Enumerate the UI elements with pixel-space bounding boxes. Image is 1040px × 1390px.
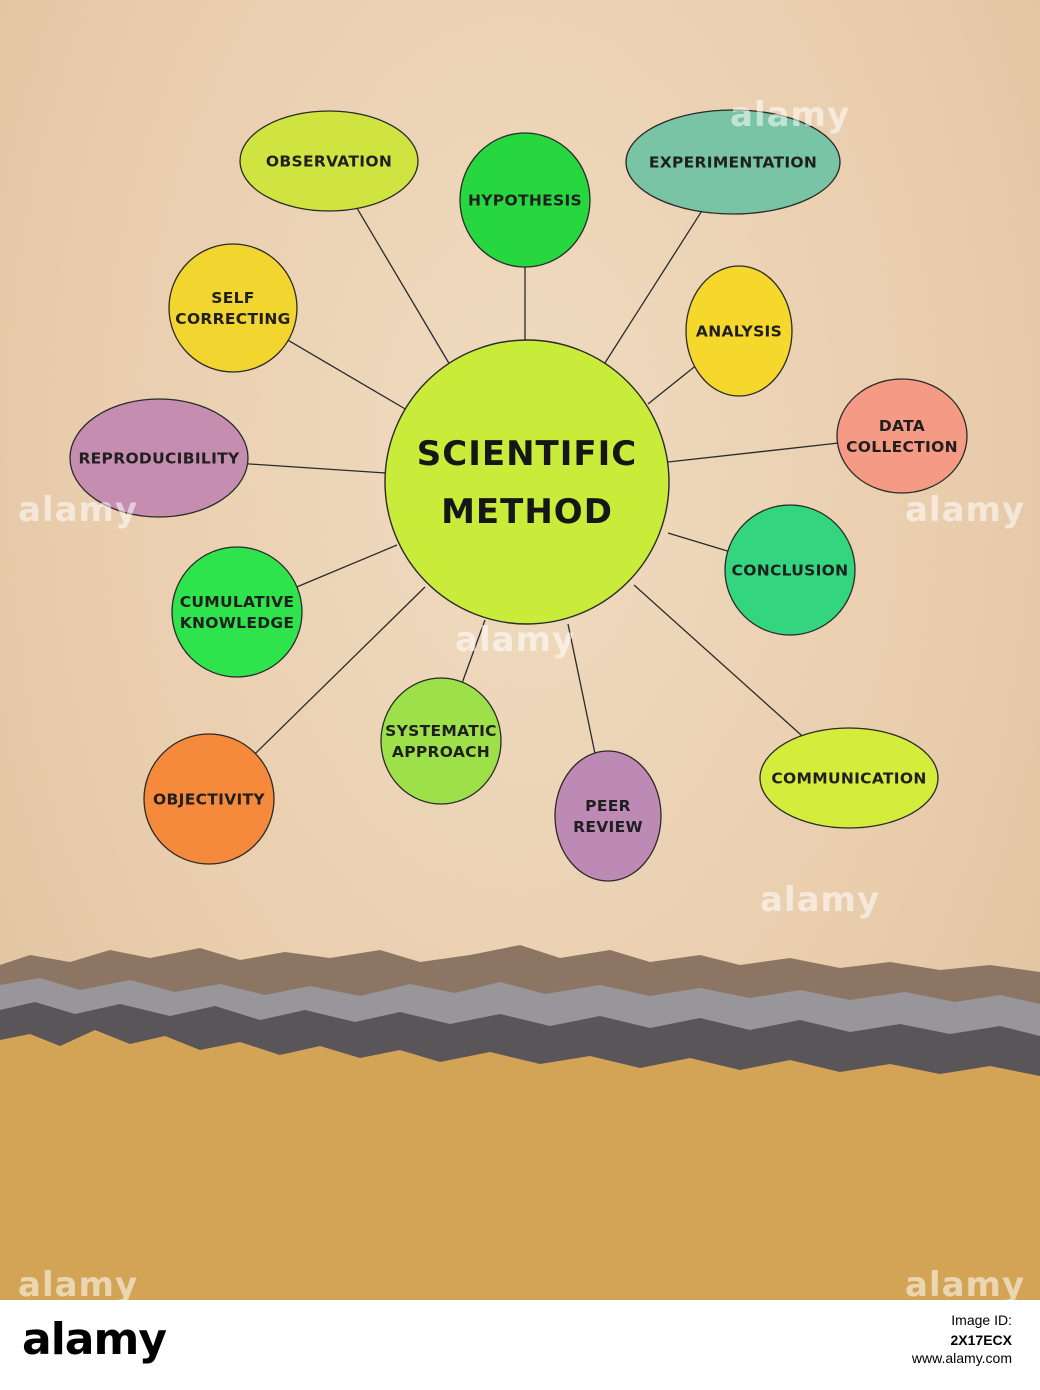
central-node-label: SCIENTIFIC	[417, 434, 637, 474]
node-reproducibility: REPRODUCIBILITY	[69, 398, 249, 518]
node-conclusion: CONCLUSION	[724, 504, 856, 636]
image-id-block: Image ID: 2X17ECX	[951, 1310, 1012, 1350]
central-node: SCIENTIFIC METHOD	[384, 339, 670, 625]
connector-objectivity	[254, 586, 426, 754]
central-node-shape	[384, 339, 670, 625]
photo-background: OBSERVATION HYPOTHESIS EXPERIMENTATION SELF…	[0, 0, 1040, 1300]
connector-systematic-approach	[461, 619, 486, 683]
node-label-objectivity: OBJECTIVITY	[153, 791, 265, 809]
node-label-self-correcting: SELF	[211, 289, 254, 307]
connector-observation	[356, 208, 451, 366]
connector-conclusion	[667, 532, 728, 552]
node-label-conclusion: CONCLUSION	[732, 562, 849, 580]
node-label-hypothesis: HYPOTHESIS	[468, 192, 582, 210]
node-label-peer-review: REVIEW	[573, 818, 643, 836]
connector-analysis	[647, 366, 696, 405]
node-label-peer-review: PEER	[585, 797, 631, 815]
image-id-label: Image ID:	[951, 1312, 1012, 1328]
node-communication: COMMUNICATION	[759, 727, 939, 829]
node-shape-objectivity	[143, 733, 275, 865]
node-label-analysis: ANALYSIS	[696, 323, 782, 341]
image-id-value: 2X17ECX	[950, 1332, 1012, 1348]
connector-data-collection	[667, 442, 838, 463]
node-objectivity: OBJECTIVITY	[143, 733, 275, 865]
node-peer-review: PEER REVIEW	[554, 750, 662, 882]
connector-cumulative-knowledge	[296, 544, 398, 588]
footer-url[interactable]: www.alamy.com	[911, 1350, 1012, 1366]
connector-lines	[247, 208, 838, 754]
torn-layer-ochre	[0, 1030, 1040, 1300]
node-shape-hypothesis	[459, 132, 591, 268]
node-label-reproducibility: REPRODUCIBILITY	[78, 450, 240, 468]
connector-peer-review	[567, 623, 596, 754]
node-label-data-collection: COLLECTION	[846, 438, 958, 456]
central-node-label: METHOD	[441, 492, 613, 532]
torn-paper-layers	[0, 945, 1040, 1300]
connector-reproducibility	[247, 463, 387, 474]
node-hypothesis: HYPOTHESIS	[459, 132, 591, 268]
node-shape-conclusion	[724, 504, 856, 636]
node-systematic-approach: SYSTEMATIC APPROACH	[380, 677, 502, 805]
node-label-cumulative-knowledge: KNOWLEDGE	[180, 614, 295, 632]
node-shape-observation	[239, 110, 419, 212]
node-cumulative-knowledge: CUMULATIVE KNOWLEDGE	[171, 546, 303, 678]
node-shape-data-collection	[836, 378, 968, 494]
node-self-correcting: SELF CORRECTING	[168, 243, 298, 373]
node-shape-analysis	[685, 265, 793, 397]
node-shape-systematic-approach	[380, 677, 502, 805]
node-label-data-collection: DATA	[879, 417, 925, 435]
connector-communication	[633, 584, 803, 737]
node-shape-peer-review	[554, 750, 662, 882]
node-layer: OBSERVATION HYPOTHESIS EXPERIMENTATION SELF…	[69, 109, 968, 882]
node-label-self-correcting: CORRECTING	[175, 310, 290, 328]
mind-map-diagram: OBSERVATION HYPOTHESIS EXPERIMENTATION SELF…	[0, 109, 1040, 1300]
node-observation: OBSERVATION	[239, 110, 419, 212]
node-label-systematic-approach: APPROACH	[392, 743, 490, 761]
node-shape-self-correcting	[168, 243, 298, 373]
node-label-cumulative-knowledge: CUMULATIVE	[180, 593, 295, 611]
connector-experimentation	[602, 211, 702, 367]
node-label-observation: OBSERVATION	[266, 153, 392, 171]
footer-logo[interactable]: alamy	[22, 1314, 167, 1365]
node-label-systematic-approach: SYSTEMATIC	[385, 722, 497, 740]
node-analysis: ANALYSIS	[685, 265, 793, 397]
connector-self-correcting	[287, 339, 408, 411]
node-label-communication: COMMUNICATION	[771, 770, 926, 788]
node-shape-communication	[759, 727, 939, 829]
node-data-collection: DATA COLLECTION	[836, 378, 968, 494]
footer-bar: alamy Image ID: 2X17ECX www.alamy.com	[0, 1300, 1040, 1390]
node-label-experimentation: EXPERIMENTATION	[649, 154, 817, 172]
node-experimentation: EXPERIMENTATION	[625, 109, 841, 215]
node-shape-reproducibility	[69, 398, 249, 518]
node-shape-experimentation	[625, 109, 841, 215]
node-shape-cumulative-knowledge	[171, 546, 303, 678]
